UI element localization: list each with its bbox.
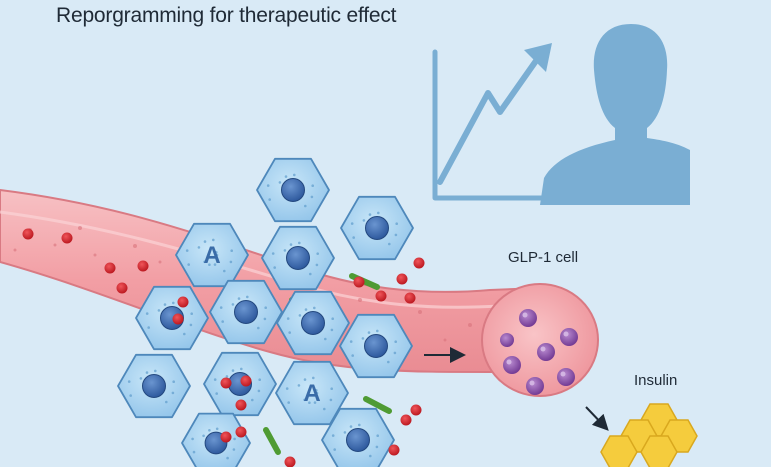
blood-vessel: [0, 188, 541, 373]
alpha-cell-mark: A: [203, 242, 220, 269]
alpha-cell: A: [275, 360, 349, 426]
insulin-hexagons: [600, 403, 698, 467]
hexagon-icon: [600, 435, 638, 467]
insulin-label: Insulin: [634, 372, 678, 389]
alpha-cell: A: [175, 222, 249, 288]
hexagon-icon: [640, 435, 678, 467]
nucleus: [142, 374, 166, 398]
diagram-title: Reporgramming for therapeutic effect: [56, 4, 397, 27]
red-blood-cell: [284, 456, 296, 467]
nucleus: [346, 428, 370, 452]
cell: [340, 195, 414, 261]
red-blood-cell: [388, 444, 400, 456]
red-blood-cell: [404, 292, 416, 304]
red-blood-cells: [22, 228, 425, 467]
red-blood-cell: [235, 399, 247, 411]
cell: [261, 225, 335, 291]
nucleus: [301, 311, 325, 335]
nucleus: [281, 178, 305, 202]
red-blood-cell: [104, 262, 116, 274]
cell: [181, 412, 251, 467]
red-blood-cell: [61, 232, 73, 244]
cell: [321, 407, 395, 467]
red-blood-cell: [137, 260, 149, 272]
cell: [209, 279, 283, 345]
glp1-granules: [500, 309, 578, 395]
red-blood-cell: [116, 282, 128, 294]
red-blood-cell: [172, 313, 184, 325]
red-blood-cell: [235, 426, 247, 438]
trend-chart-icon: [432, 43, 588, 201]
red-blood-cell: [353, 276, 365, 288]
red-blood-cell: [220, 431, 232, 443]
red-blood-cell: [220, 377, 232, 389]
red-blood-cell: [22, 228, 34, 240]
cell: [276, 290, 350, 356]
nucleus: [234, 300, 258, 324]
arrow-icon: [585, 406, 609, 431]
red-blood-cell: [240, 375, 252, 387]
nucleus: [286, 246, 310, 270]
red-blood-cell: [177, 296, 189, 308]
person-silhouette-icon: [540, 24, 690, 205]
red-blood-cell: [413, 257, 425, 269]
cell: [256, 157, 330, 223]
nucleus: [364, 334, 388, 358]
red-blood-cell: [410, 404, 422, 416]
red-blood-cell: [400, 414, 412, 426]
nucleus: [365, 216, 389, 240]
red-blood-cell: [396, 273, 408, 285]
glp1-cell-label: GLP-1 cell: [508, 249, 579, 266]
cell: [117, 353, 191, 419]
cell-cluster: AA: [117, 157, 414, 467]
alpha-cell-mark: A: [303, 380, 320, 407]
cell: [135, 285, 209, 351]
cell: [339, 313, 413, 379]
red-blood-cell: [375, 290, 387, 302]
glp1-cell: [481, 283, 599, 397]
